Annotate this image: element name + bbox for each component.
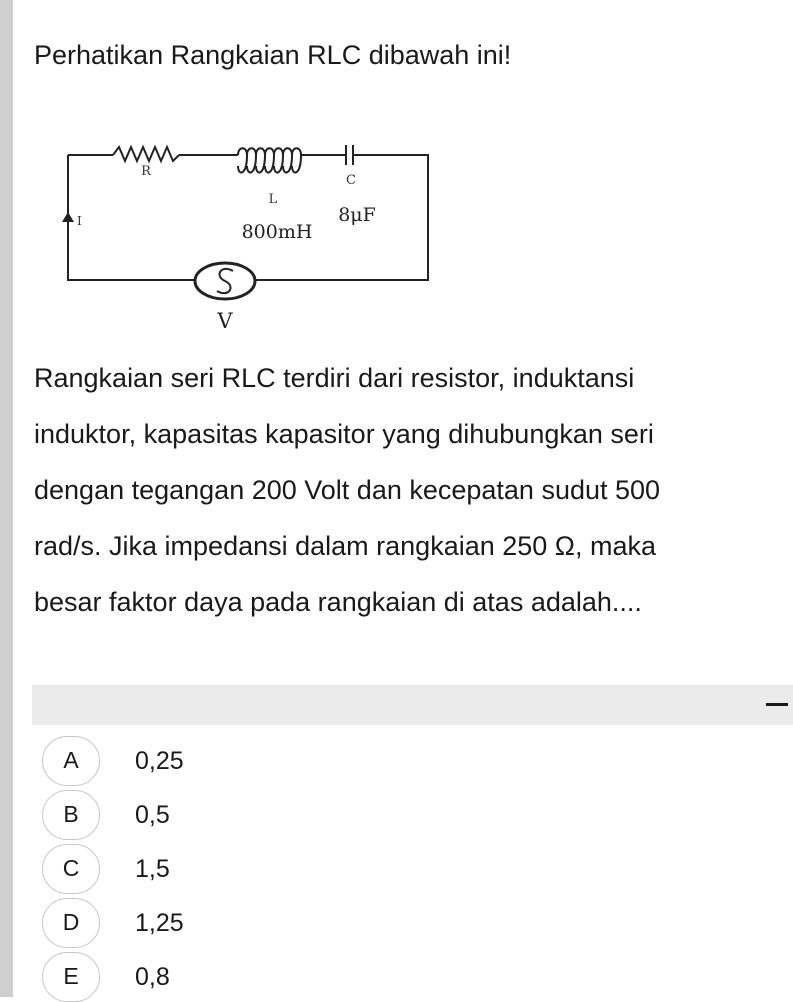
capacitance-value: 8μF <box>338 204 376 226</box>
inductor-symbol <box>237 147 303 174</box>
resistor-label: R <box>141 164 152 179</box>
option-letter-badge[interactable]: C <box>42 844 100 894</box>
left-scroll-rail <box>0 0 13 997</box>
option-letter-badge[interactable]: D <box>42 898 100 948</box>
collapse-minus-icon[interactable] <box>766 703 788 706</box>
question-body-line: rad/s. Jika impedansi dalam rangkaian 25… <box>34 531 657 561</box>
option-text[interactable]: 0,25 <box>135 747 184 775</box>
option-letter-badge[interactable]: B <box>42 790 100 840</box>
option-text[interactable]: 0,8 <box>135 963 170 991</box>
circuit-wire <box>255 154 429 281</box>
current-arrowhead-icon <box>62 212 74 222</box>
option-c[interactable]: C 1,5 <box>42 844 442 894</box>
option-a[interactable]: A 0,25 <box>42 736 442 786</box>
inductance-value: 800mH <box>242 221 313 243</box>
question-body-line: induktor, kapasitas kapasitor yang dihub… <box>34 419 654 449</box>
question-body-line: besar faktor daya pada rangkaian di atas… <box>34 587 642 617</box>
ac-source-symbol <box>193 261 257 301</box>
capacitor-label: C <box>346 173 356 188</box>
source-label: V <box>216 309 233 333</box>
option-letter-badge[interactable]: E <box>42 952 100 1002</box>
circuit-wire <box>67 155 195 281</box>
sine-wave-icon <box>216 267 234 295</box>
question-body-line: dengan tegangan 200 Volt dan kecepatan s… <box>34 475 661 505</box>
capacitor-symbol <box>345 145 354 165</box>
inductor-label: L <box>269 192 278 207</box>
option-e[interactable]: E 0,8 <box>42 952 442 1002</box>
question-title: Perhatikan Rangkaian RLC dibawah ini! <box>34 40 512 70</box>
resistor-symbol <box>112 144 180 164</box>
option-text[interactable]: 0,5 <box>135 801 170 829</box>
current-label: I <box>77 214 82 228</box>
option-text[interactable]: 1,5 <box>135 855 170 883</box>
question-body: Rangkaian seri RLC terdiri dari resistor… <box>34 350 789 630</box>
option-b[interactable]: B 0,5 <box>42 790 442 840</box>
option-text[interactable]: 1,25 <box>135 909 184 937</box>
option-d[interactable]: D 1,25 <box>42 898 442 948</box>
options-header-bar <box>32 685 793 725</box>
option-letter-badge[interactable]: A <box>42 736 100 786</box>
rlc-circuit-diagram: R L C I 800mH 8μF V <box>62 144 429 333</box>
question-card: Perhatikan Rangkaian RLC dibawah ini! <box>13 0 793 1002</box>
question-body-line: Rangkaian seri RLC terdiri dari resistor… <box>34 363 635 393</box>
